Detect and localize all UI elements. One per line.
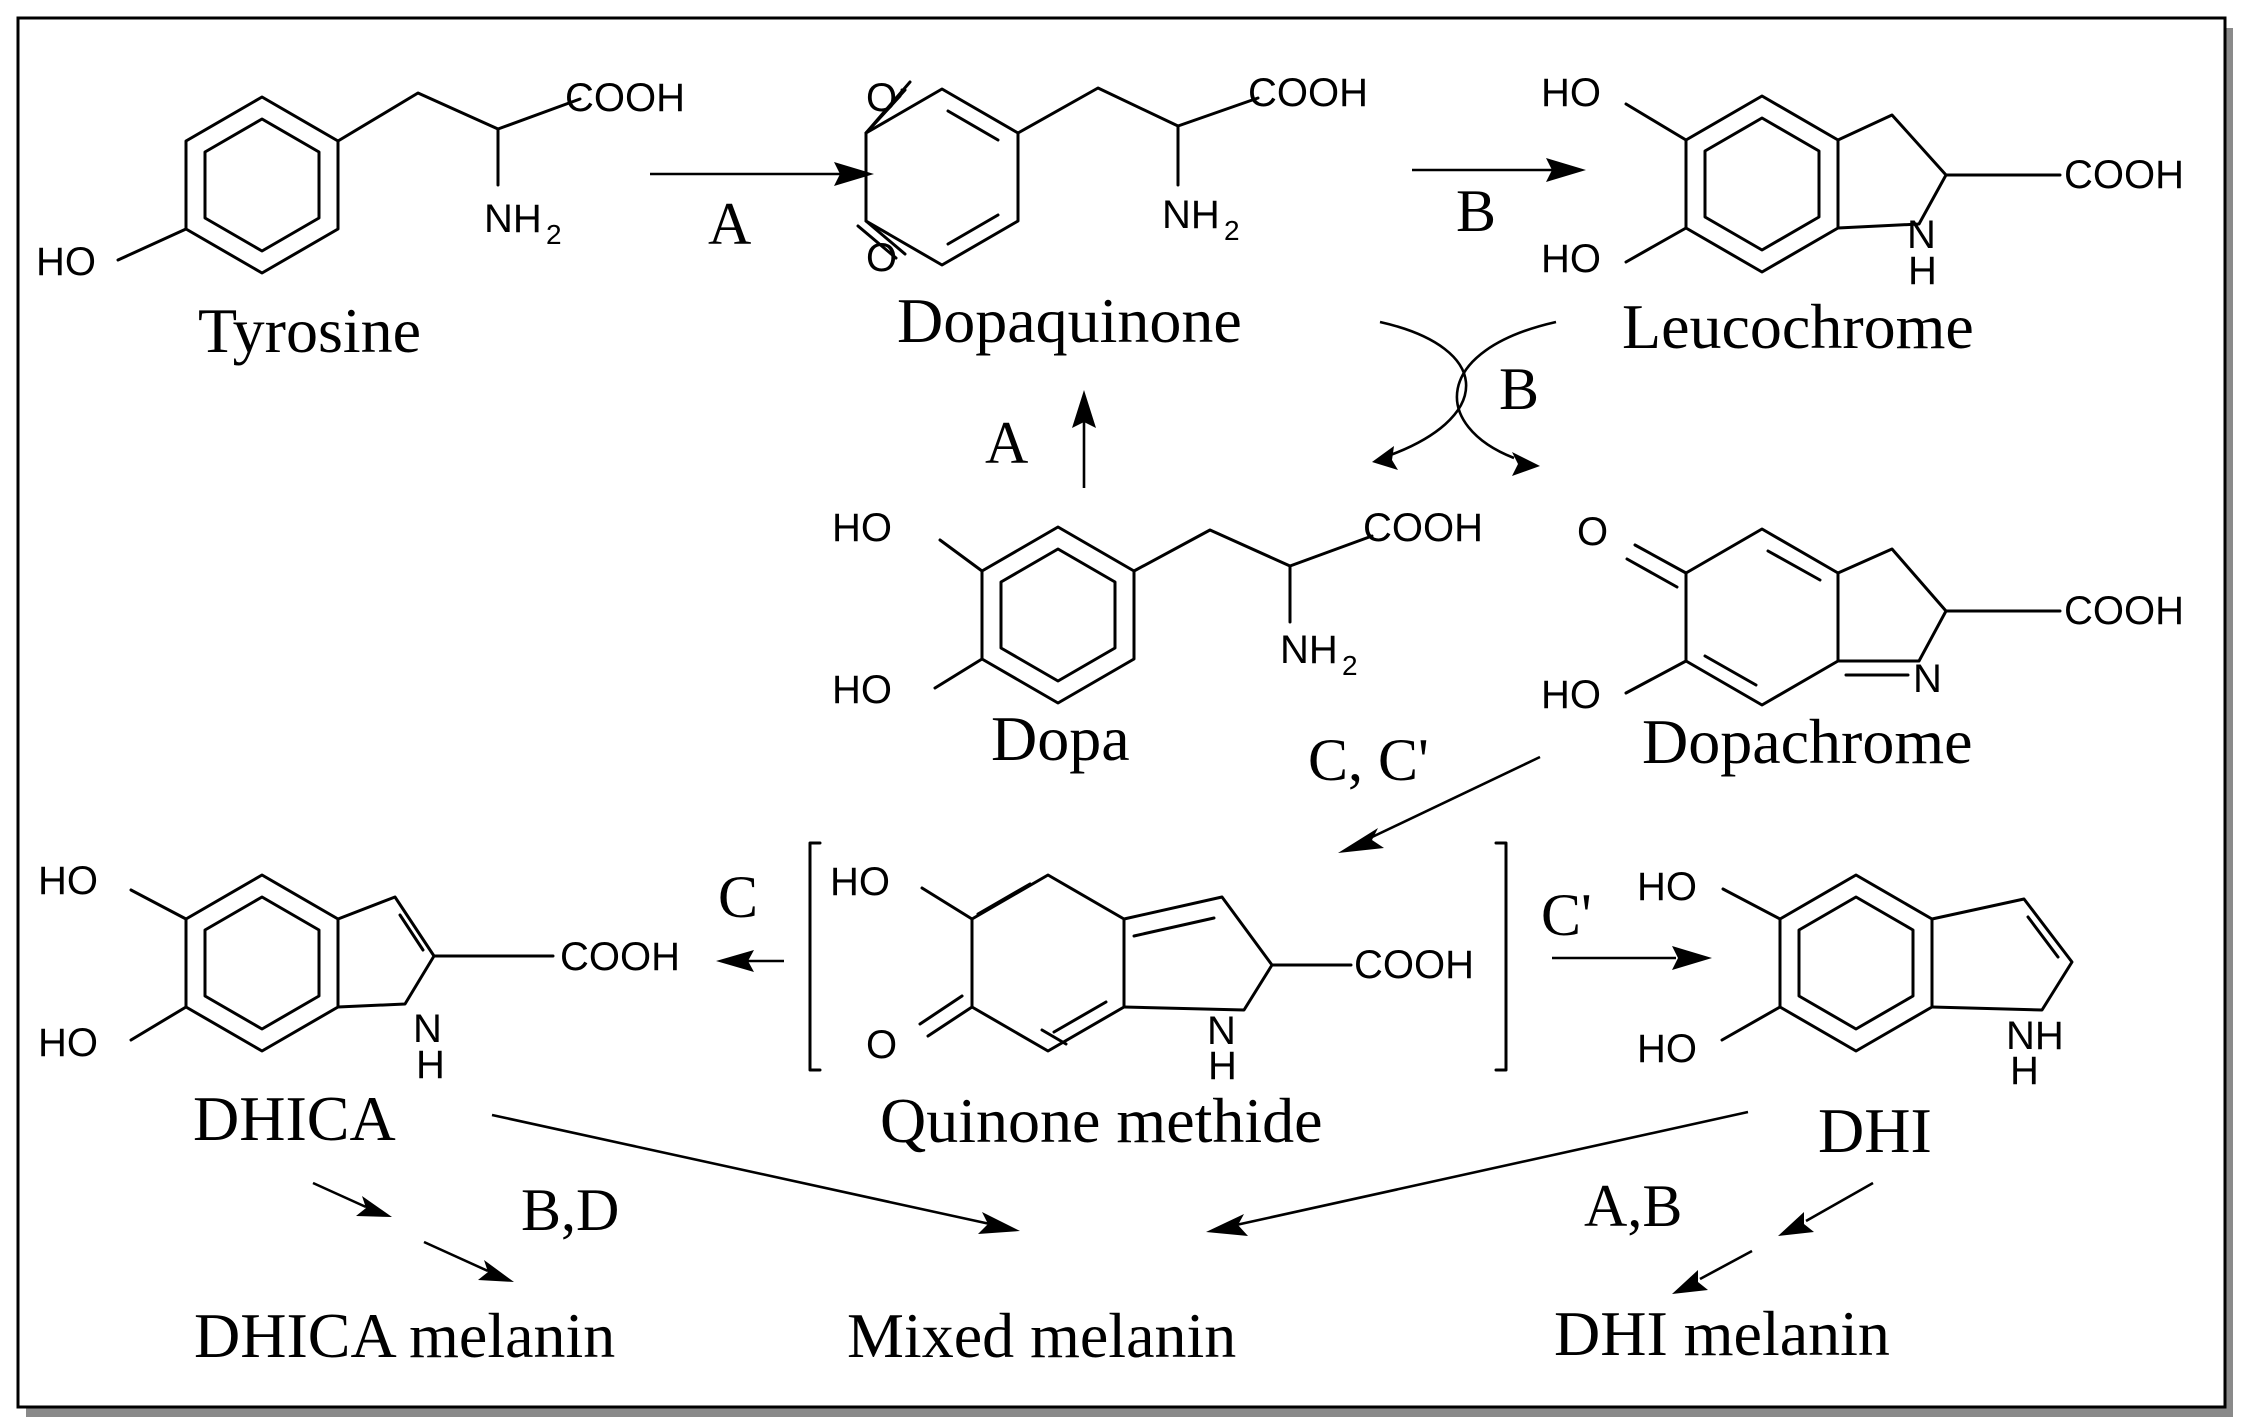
arrow-dopaquinone-to-leucochrome: [1412, 158, 1586, 182]
dopa-nh-subscript: 2: [1342, 650, 1358, 681]
dhi-melanin-name: DHI melanin: [1554, 1298, 1890, 1369]
arrow-dopachrome-to-quinone-methide: [1338, 755, 1541, 853]
arrow-quinone-methide-to-dhica: [716, 950, 784, 972]
reaction-label-quinone-methide-to-dhica: C: [718, 864, 758, 930]
dhi-structure: HO HO NH H DHI: [1637, 865, 2074, 1166]
dopa-nh-label: NH: [1280, 628, 1338, 672]
reaction-label-dhica-polymerization: B,D: [521, 1177, 619, 1243]
mixed-melanin-name: Mixed melanin: [847, 1300, 1236, 1371]
dopaquinone-o-top-label: O: [866, 76, 897, 120]
quinone-methide-ho-label: HO: [830, 860, 890, 904]
quinone-methide-structure: HO O COOH N H Quinone methide: [808, 841, 1508, 1156]
dopaquinone-nh-label: NH: [1162, 193, 1220, 237]
arrow-dhi-to-dhi-melanin: [1672, 1181, 1874, 1294]
dopachrome-name: Dopachrome: [1642, 706, 1973, 777]
dopa-structure: HO HO COOH NH 2 Dopa: [832, 506, 1483, 774]
dhi-nh-label: NH: [2006, 1014, 2064, 1058]
dhica-name: DHICA: [193, 1083, 396, 1154]
leucochrome-name: Leucochrome: [1622, 291, 1974, 362]
tyrosine-ho-label: HO: [36, 240, 96, 284]
tyrosine-nh-label: NH: [484, 197, 542, 241]
dopachrome-structure: O HO COOH N Dopachrome: [1541, 510, 2184, 777]
dopaquinone-nh-subscript: 2: [1224, 215, 1240, 246]
reaction-label-redox-exchange: B: [1499, 356, 1539, 422]
dhica-ho-top-label: HO: [38, 859, 98, 903]
dhica-n-label: N: [413, 1007, 442, 1051]
leucochrome-n-label: N: [1907, 213, 1936, 257]
leucochrome-h-label: H: [1908, 249, 1937, 293]
dopaquinone-structure: O O COOH NH 2 Dopaquinone: [856, 71, 1368, 356]
dhica-ho-bottom-label: HO: [38, 1021, 98, 1065]
reaction-label-tyrosine-to-dopaquinone: A: [708, 191, 751, 257]
dopaquinone-cooh-label: COOH: [1248, 71, 1368, 115]
quinone-methide-cooh-label: COOH: [1354, 943, 1474, 987]
tyrosine-cooh-label: COOH: [565, 76, 685, 120]
reaction-label-dhi-polymerization: A,B: [1584, 1173, 1682, 1239]
reaction-label-dopaquinone-to-leucochrome: B: [1456, 178, 1496, 244]
dopa-ho-bottom-label: HO: [832, 668, 892, 712]
arrow-tyrosine-to-dopaquinone: [650, 162, 874, 186]
arrow-quinone-methide-to-dhi: [1552, 946, 1712, 970]
dhi-h-label: H: [2010, 1049, 2039, 1093]
dhica-structure: HO HO COOH N H DHICA: [38, 859, 680, 1154]
tyrosine-name: Tyrosine: [198, 295, 421, 366]
dopachrome-o-label: O: [1577, 510, 1608, 554]
dopachrome-n-label: N: [1913, 657, 1942, 701]
leucochrome-ho-top-label: HO: [1541, 71, 1601, 115]
quinone-methide-name: Quinone methide: [880, 1085, 1323, 1156]
arrow-dhica-to-mixed-melanin: [491, 1113, 1020, 1234]
dopaquinone-o-bottom-label: O: [866, 236, 897, 280]
dhica-cooh-label: COOH: [560, 935, 680, 979]
dhi-ho-bottom-label: HO: [1637, 1027, 1697, 1071]
reaction-label-dopachrome-to-quinone-methide: C, C': [1308, 727, 1429, 793]
dopa-cooh-label: COOH: [1363, 506, 1483, 550]
arrow-dhi-to-mixed-melanin: [1206, 1110, 1749, 1236]
arrow-dhica-to-dhica-melanin: [312, 1181, 514, 1282]
diagram-frame: [16, 16, 2227, 1409]
leucochrome-ho-bottom-label: HO: [1541, 237, 1601, 281]
dhica-melanin-name: DHICA melanin: [194, 1300, 615, 1371]
quinone-methide-o-label: O: [866, 1023, 897, 1067]
dopa-ho-top-label: HO: [832, 506, 892, 550]
leucochrome-cooh-label: COOH: [2064, 153, 2184, 197]
dopachrome-ho-label: HO: [1541, 673, 1601, 717]
dopachrome-cooh-label: COOH: [2064, 589, 2184, 633]
reaction-label-dopa-to-dopaquinone: A: [985, 410, 1028, 476]
dhi-ho-top-label: HO: [1637, 865, 1697, 909]
leucochrome-structure: HO HO COOH N H Leucochrome: [1541, 71, 2184, 362]
arrow-redox-exchange: [1372, 320, 1557, 476]
reaction-label-quinone-methide-to-dhi: C': [1541, 882, 1592, 948]
quinone-methide-h-label: H: [1208, 1044, 1237, 1088]
dhi-name: DHI: [1818, 1095, 1932, 1166]
dhica-h-label: H: [416, 1043, 445, 1087]
dopa-name: Dopa: [991, 703, 1130, 774]
tyrosine-nh-subscript: 2: [546, 219, 562, 250]
tyrosine-structure: COOH NH 2 HO Tyrosine: [36, 76, 685, 366]
arrow-dopa-to-dopaquinone: [1072, 390, 1096, 488]
dopaquinone-name: Dopaquinone: [897, 285, 1242, 356]
quinone-methide-n-label: N: [1207, 1009, 1236, 1053]
